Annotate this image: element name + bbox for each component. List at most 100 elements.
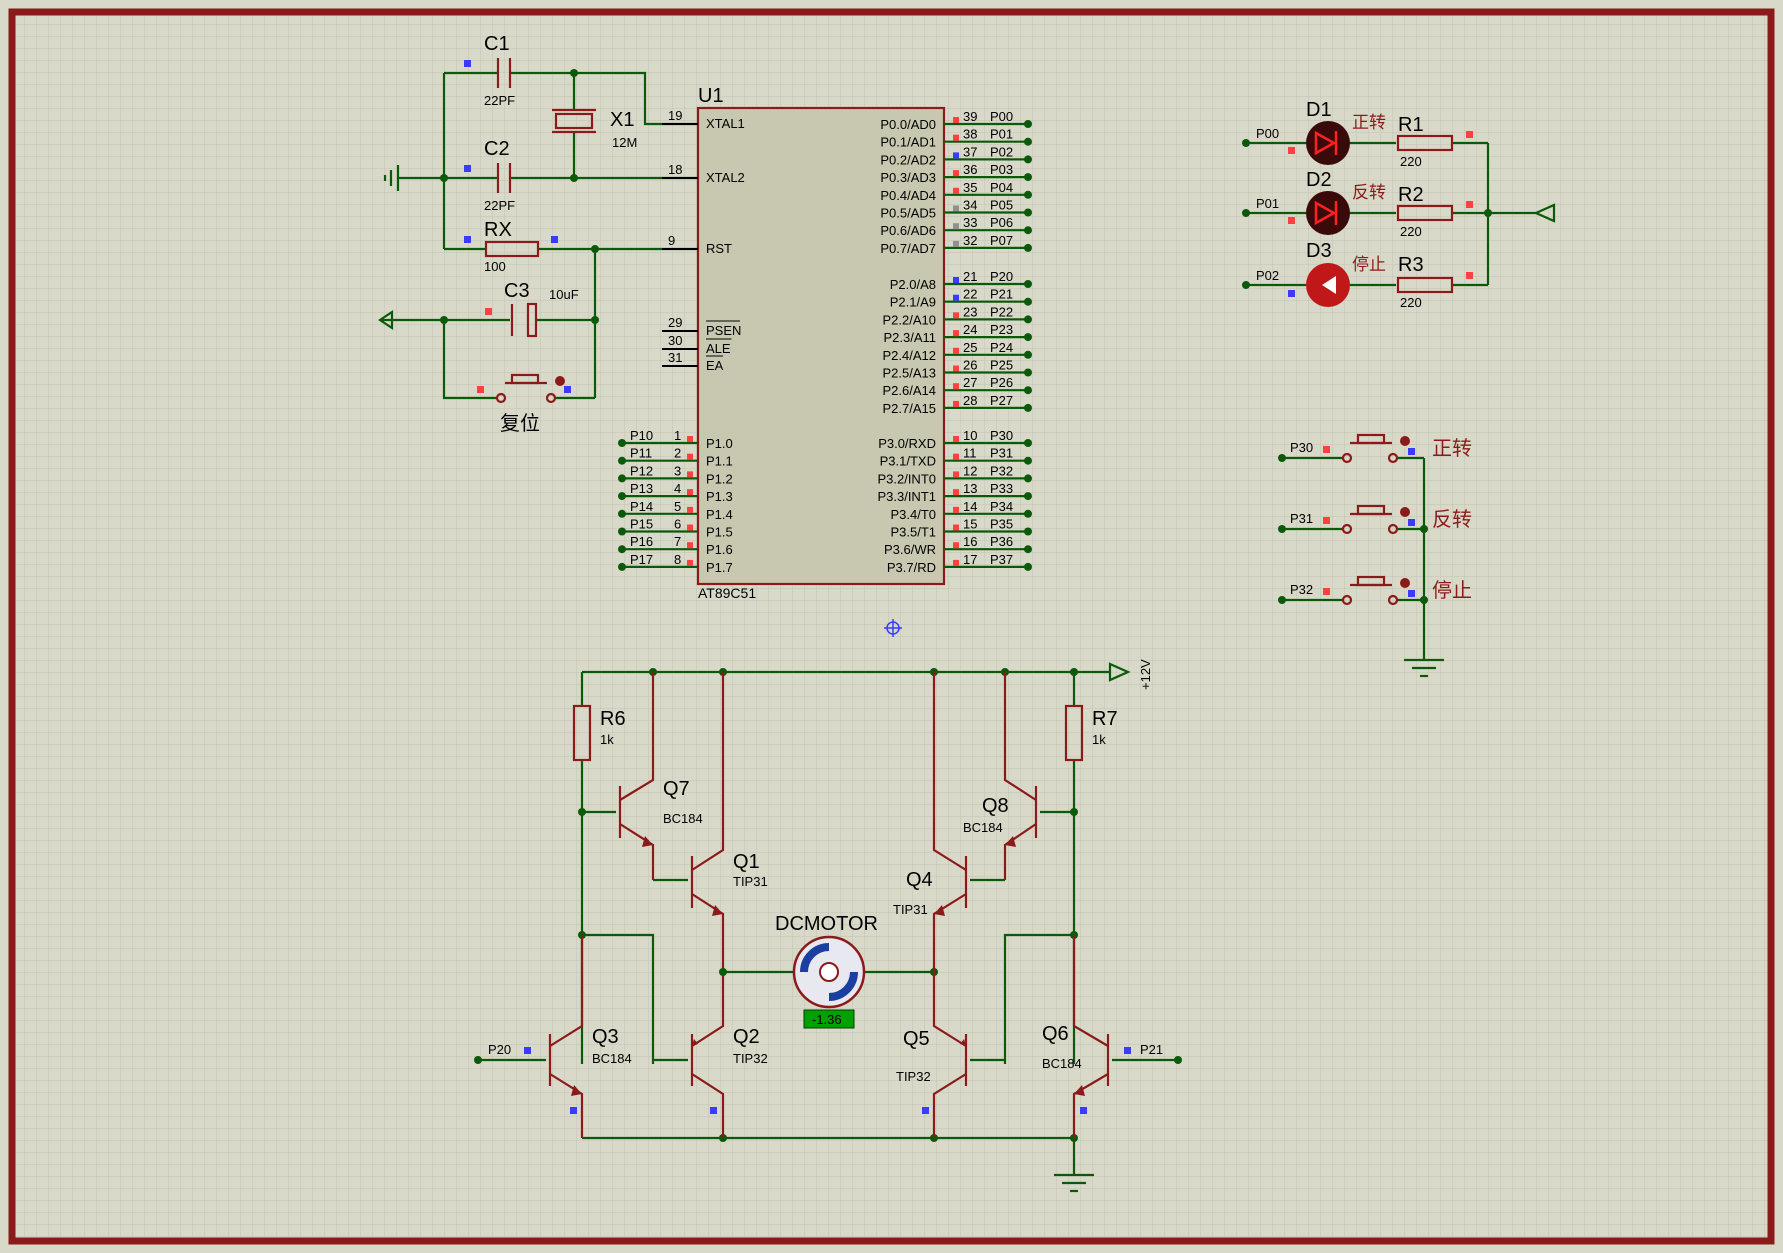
mcu-right-state xyxy=(953,453,959,460)
mcu-right-net: P02 xyxy=(990,144,1013,159)
transistor-q2[interactable]: Q2 TIP32 xyxy=(653,972,768,1138)
mcu-right-terminal xyxy=(1024,280,1032,288)
q8-value: BC184 xyxy=(963,820,1003,835)
k3-net: P32 xyxy=(1290,582,1313,597)
key-switches[interactable]: P30 正转 P31 反转 P32 停止 xyxy=(1278,433,1472,678)
mcu-right-number: 11 xyxy=(963,446,977,461)
transistor-q6[interactable]: P21 Q6 BC184 xyxy=(1042,935,1182,1138)
led-indicators[interactable]: P00 D1 正转 R1 220 P01 D2 反转 R2 220 xyxy=(1242,99,1556,310)
mcu-right-number: 33 xyxy=(963,215,977,230)
mcu-part: AT89C51 xyxy=(698,585,756,601)
mcu-right-terminal xyxy=(1024,350,1032,359)
mcu-right-state xyxy=(953,559,959,566)
mcu-right-terminal xyxy=(1024,368,1032,377)
transistor-q8[interactable]: Q8 BC184 xyxy=(963,672,1074,880)
mcu-right-state xyxy=(953,347,959,354)
mcu-right-state xyxy=(953,330,959,337)
resistor-r6[interactable]: R6 1k xyxy=(572,704,626,762)
mcu-right-terminal xyxy=(1024,155,1032,164)
q6-ref: Q6 xyxy=(1042,1023,1069,1045)
mcu-right-name: P2.0/A8 xyxy=(890,277,936,292)
mcu-right-state xyxy=(953,170,959,177)
mcu-right-name: P0.6/AD6 xyxy=(880,223,936,238)
mcu-right-name: P3.1/TXD xyxy=(880,454,936,469)
mcu-p1-terminal xyxy=(618,562,626,571)
transistor-q4[interactable]: Q4 TIP31 xyxy=(893,672,1005,972)
mcu-right-name: P0.0/AD0 xyxy=(880,117,936,132)
mcu-right-name: P3.5/T1 xyxy=(890,525,936,540)
mcu-right-state xyxy=(953,506,959,513)
transistor-q7[interactable]: Q7 BC184 xyxy=(582,672,703,880)
mcu-right-name: P2.1/A9 xyxy=(890,295,936,310)
resistor-r7[interactable]: R7 1k xyxy=(1064,704,1118,762)
mcu-p1-terminal xyxy=(618,509,626,518)
mcu-p1-name: P1.2 xyxy=(706,471,733,486)
c1-value: 22PF xyxy=(484,93,515,108)
mcu-right-net: P32 xyxy=(990,463,1013,478)
mcu-right-name: P0.4/AD4 xyxy=(880,188,936,203)
mcu-p1-state xyxy=(687,542,693,549)
d2-net: P01 xyxy=(1256,196,1279,211)
mcu-right-net: P03 xyxy=(990,162,1013,177)
mcu-right-number: 10 xyxy=(963,428,977,443)
q5-value: TIP32 xyxy=(896,1069,931,1084)
mcu-p1-net: P17 xyxy=(630,552,653,567)
crystal-x1[interactable]: X1 12M xyxy=(552,69,637,182)
mcu-p1-number: 8 xyxy=(674,552,681,567)
rx-ref: RX xyxy=(484,219,512,241)
mcu-pin-number: 19 xyxy=(668,108,682,123)
q2-value: TIP32 xyxy=(733,1051,768,1066)
mcu-p1-number: 2 xyxy=(674,446,681,461)
mcu-pin-number: 9 xyxy=(668,233,675,248)
reset-button[interactable]: 复位 xyxy=(442,320,595,435)
transistor-q1[interactable]: Q1 TIP31 xyxy=(653,672,768,972)
mcu-right-state xyxy=(953,542,959,549)
d1-net: P00 xyxy=(1256,126,1279,141)
mcu-p1-number: 1 xyxy=(674,428,681,443)
mcu-p1-net: P10 xyxy=(630,428,653,443)
mcu-p1-net: P13 xyxy=(630,481,653,496)
mcu-p1-state xyxy=(687,453,693,460)
key-reverse[interactable]: P31 反转 xyxy=(1278,504,1472,535)
mcu-right-terminal xyxy=(1024,333,1032,342)
led-d3[interactable]: P02 D3 停止 R3 220 xyxy=(1242,240,1488,310)
dc-motor[interactable]: DCMOTOR -1.36 xyxy=(719,913,938,1029)
mcu-right-terminal xyxy=(1024,386,1032,395)
mcu-right-net: P37 xyxy=(990,552,1013,567)
c1-ref: C1 xyxy=(484,33,510,55)
mcu-right-terminal xyxy=(1024,403,1032,412)
mcu-p1-name: P1.4 xyxy=(706,507,733,522)
ground-bridge xyxy=(1054,1173,1094,1193)
transistor-q5[interactable]: Q5 TIP32 xyxy=(896,972,1005,1138)
mcu-right-state xyxy=(953,117,959,123)
transistor-q3[interactable]: P20 Q3 BC184 xyxy=(474,935,632,1138)
capacitor-c3[interactable]: C3 10uF xyxy=(378,249,599,398)
mcu-p1-terminal xyxy=(618,527,626,536)
mcu-right-name: P2.7/A15 xyxy=(883,401,937,416)
mcu-p1-number: 3 xyxy=(674,463,681,478)
motor-ref: DCMOTOR xyxy=(775,913,878,935)
mcu-right-terminal xyxy=(1024,492,1032,501)
mcu-right-number: 39 xyxy=(963,109,977,124)
mcu-right-state xyxy=(953,471,959,478)
key-stop[interactable]: P32 停止 xyxy=(1278,575,1472,606)
h-bridge[interactable]: +12V R6 1k Q7 BC184 xyxy=(474,659,1182,1193)
led-d1[interactable]: P00 D1 正转 R1 220 xyxy=(1242,99,1488,169)
mcu-right-name: P3.4/T0 xyxy=(890,507,936,522)
mcu-right-terminal xyxy=(1024,439,1032,447)
mcu-p1-state xyxy=(687,559,693,566)
resistor-rx[interactable]: RX 100 xyxy=(444,219,698,274)
led-d2[interactable]: P01 D2 反转 R2 220 xyxy=(1242,169,1488,239)
mcu-pin-number: 29 xyxy=(668,315,682,330)
mcu-right-number: 37 xyxy=(963,144,977,159)
mcu-p1-terminal xyxy=(618,456,626,465)
r1-value: 220 xyxy=(1400,154,1422,169)
r2-value: 220 xyxy=(1400,224,1422,239)
mcu-p1-net: P14 xyxy=(630,499,653,514)
d3-ref: D3 xyxy=(1306,240,1332,262)
mcu-at89c51[interactable]: U1 AT89C51 19XTAL118XTAL29RST29PSEN30ALE… xyxy=(618,85,1032,601)
mcu-right-terminal xyxy=(1024,226,1032,235)
key-forward[interactable]: P30 正转 xyxy=(1278,433,1472,464)
mcu-right-number: 13 xyxy=(963,481,977,496)
